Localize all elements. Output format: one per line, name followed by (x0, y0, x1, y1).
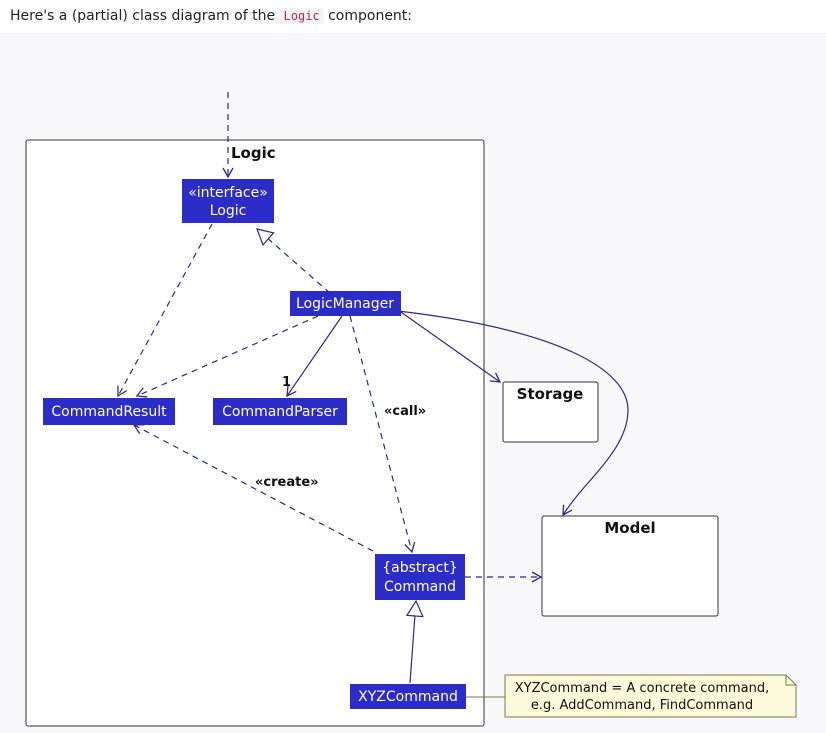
create-arrow (132, 424, 374, 552)
class-logic: «interface» Logic (182, 179, 274, 223)
note-line-1: XYZCommand = A concrete command, (515, 681, 770, 696)
logicmanager-class-name: LogicManager (296, 296, 394, 312)
command-class-name: Command (384, 579, 456, 595)
inheritance-arrow (405, 599, 424, 684)
call-arrow (349, 315, 416, 554)
class-logicmanager: LogicManager (290, 291, 401, 316)
note-line-2: e.g. AddCommand, FindCommand (531, 698, 753, 713)
intro-text: Here's a (partial) class diagram of the … (10, 6, 412, 26)
logic-package-label: Logic (231, 144, 276, 162)
class-xyzcommand: XYZCommand (350, 684, 466, 709)
class-commandparser: CommandParser (213, 398, 347, 425)
note: XYZCommand = A concrete command, e.g. Ad… (504, 674, 797, 718)
logic-class-name: Logic (210, 203, 247, 219)
intro-before: Here's a (partial) class diagram of the (10, 8, 280, 24)
storage-package-label: Storage (517, 385, 584, 403)
logic-stereotype: «interface» (188, 185, 268, 201)
intro-code: Logic (279, 8, 324, 24)
logicmanager-to-model-arrow (397, 310, 629, 517)
model-package-label: Model (604, 519, 655, 537)
intro-after: component: (323, 8, 413, 24)
multiplicity-label: 1 (282, 375, 291, 390)
commandresult-class-name: CommandResult (51, 404, 167, 420)
command-stereotype: {abstract} (382, 560, 458, 576)
storage-package (502, 381, 599, 443)
model-package (541, 515, 719, 617)
class-commandresult: CommandResult (43, 398, 175, 425)
logic-package (25, 139, 485, 727)
class-command: {abstract} Command (375, 554, 465, 600)
xyzcommand-class-name: XYZCommand (358, 689, 458, 705)
logicmanager-to-commandparser-arrow (286, 315, 343, 398)
realization-arrow (256, 228, 331, 294)
call-label: «call» (384, 404, 426, 419)
commandparser-class-name: CommandParser (222, 404, 338, 420)
create-label: «create» (255, 475, 319, 490)
logicmanager-to-storage-arrow (397, 309, 502, 383)
